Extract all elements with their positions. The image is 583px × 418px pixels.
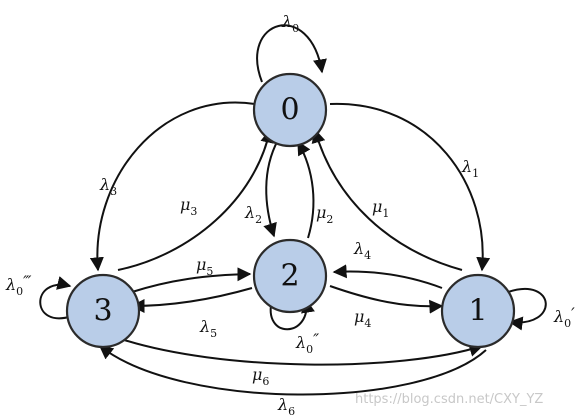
state-node-label: 3 (93, 294, 112, 329)
edge-0-to-1 (329, 102, 491, 272)
edge-label-mu2: μ2 (316, 203, 333, 226)
edge-label-lambda1: λ1 (461, 157, 479, 180)
state-node-1: 1 (440, 273, 516, 349)
edge-label-mu3: μ3 (180, 195, 197, 218)
edge-label-lambda2: λ2 (244, 203, 262, 226)
edge-label-lambda0p: λ0′ (553, 304, 575, 330)
edge-label-lambda0ppp: λ0‴ (5, 272, 32, 298)
edge-self-loop-3 (39, 276, 73, 320)
edge-label-mu4: μ4 (354, 307, 371, 330)
edge-label-lambda3: λ3 (99, 175, 117, 198)
edge-label-lambda6: λ6 (277, 395, 295, 418)
edge-self-loop-0 (256, 24, 327, 83)
state-node-3: 3 (65, 273, 141, 349)
state-node-label: 0 (280, 93, 299, 128)
watermark: https://blog.csdn.net/CXY_YZ (355, 392, 543, 407)
edge-3-to-2 (131, 267, 252, 293)
edge-1-to-3 (98, 345, 487, 396)
edge-3-to-0 (117, 128, 275, 271)
edge-label-lambda0: λ0 (281, 12, 299, 35)
state-node-label: 2 (280, 259, 299, 294)
edge-self-loop-2 (269, 298, 315, 331)
edge-2-to-0 (297, 140, 315, 239)
edge-self-loop-1 (507, 287, 547, 331)
edge-label-mu6: μ6 (252, 365, 269, 388)
edge-3-to-1 (117, 337, 484, 366)
edge-0-to-2 (263, 139, 279, 238)
state-node-0: 0 (252, 72, 328, 148)
edge-0-to-3 (89, 101, 256, 272)
state-node-label: 1 (468, 294, 487, 329)
edge-2-to-3 (130, 287, 253, 313)
state-node-2: 2 (252, 238, 328, 314)
edge-label-lambda5: λ5 (199, 317, 217, 340)
edge-label-lambda4: λ4 (353, 239, 371, 262)
edge-1-to-0 (311, 128, 463, 271)
edge-label-mu1: μ1 (372, 197, 389, 220)
edge-label-lambda0pp: λ0″ (295, 330, 319, 356)
edge-2-to-1 (329, 285, 444, 314)
edge-1-to-2 (332, 264, 443, 289)
edge-label-mu5: μ5 (196, 255, 213, 278)
